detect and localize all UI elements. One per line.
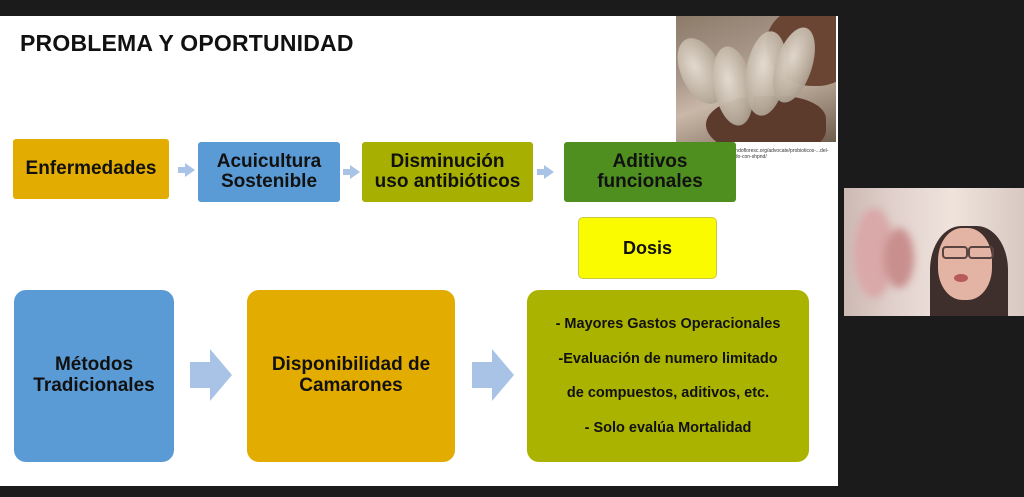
box-metodos-tradicionales: Métodos Tradicionales: [14, 290, 174, 462]
presentation-slide: PROBLEMA Y OPORTUNIDAD https://www.orlan…: [0, 16, 838, 486]
box-label: Enfermedades: [25, 158, 157, 180]
glasses-icon: [942, 246, 968, 259]
person-face: [938, 228, 992, 300]
list-item: de compuestos, aditivos, etc.: [566, 385, 770, 402]
box-label: Métodos Tradicionales: [33, 354, 155, 396]
arrow-right-icon: [472, 349, 514, 401]
box-label: Acuicultura Sostenible: [216, 151, 322, 192]
background-blur: [884, 228, 914, 288]
shrimp-photo: [676, 16, 836, 142]
presenter-video-tile[interactable]: [844, 188, 1024, 316]
arrow-right-icon: [537, 165, 554, 179]
arrow-right-icon: [343, 165, 360, 179]
box-enfermedades: Enfermedades: [13, 139, 169, 199]
list-item: - Mayores Gastos Operacionales: [555, 316, 781, 333]
person-mouth: [954, 274, 968, 282]
box-aditivos-funcionales: Aditivos funcionales: [564, 142, 736, 202]
slide-title: PROBLEMA Y OPORTUNIDAD: [20, 30, 354, 56]
arrow-right-icon: [178, 163, 195, 177]
box-limitaciones: - Mayores Gastos Operacionales -Evaluaci…: [527, 290, 809, 462]
box-label: Aditivos funcionales: [597, 151, 703, 192]
box-label: Disponibilidad de Camarones: [271, 354, 431, 396]
glasses-icon: [968, 246, 994, 259]
box-label: Dosis: [622, 237, 673, 258]
box-label: Disminución uso antibióticos: [374, 151, 521, 192]
arrow-right-icon: [190, 349, 232, 401]
box-acuicultura-sostenible: Acuicultura Sostenible: [198, 142, 340, 202]
box-dosis: Dosis: [578, 217, 717, 279]
list-item: - Solo evalúa Mortalidad: [584, 419, 752, 436]
box-disminucion-antibioticos: Disminución uso antibióticos: [362, 142, 533, 202]
list-item: -Evaluación de numero limitado: [558, 350, 778, 367]
box-disponibilidad-camarones: Disponibilidad de Camarones: [247, 290, 455, 462]
